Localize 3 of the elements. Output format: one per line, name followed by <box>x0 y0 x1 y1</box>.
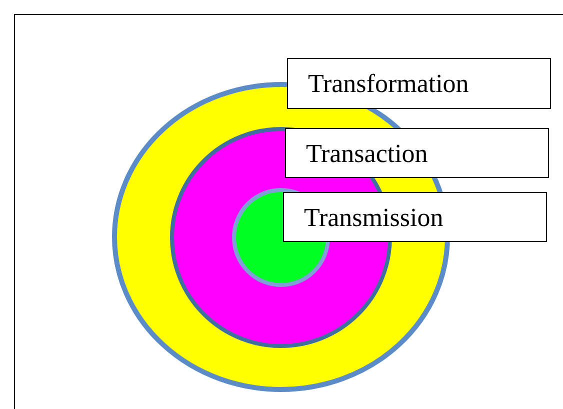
label-box: Transmission <box>283 192 547 242</box>
label-box: Transformation <box>287 58 551 109</box>
label-box: Transaction <box>285 128 549 178</box>
